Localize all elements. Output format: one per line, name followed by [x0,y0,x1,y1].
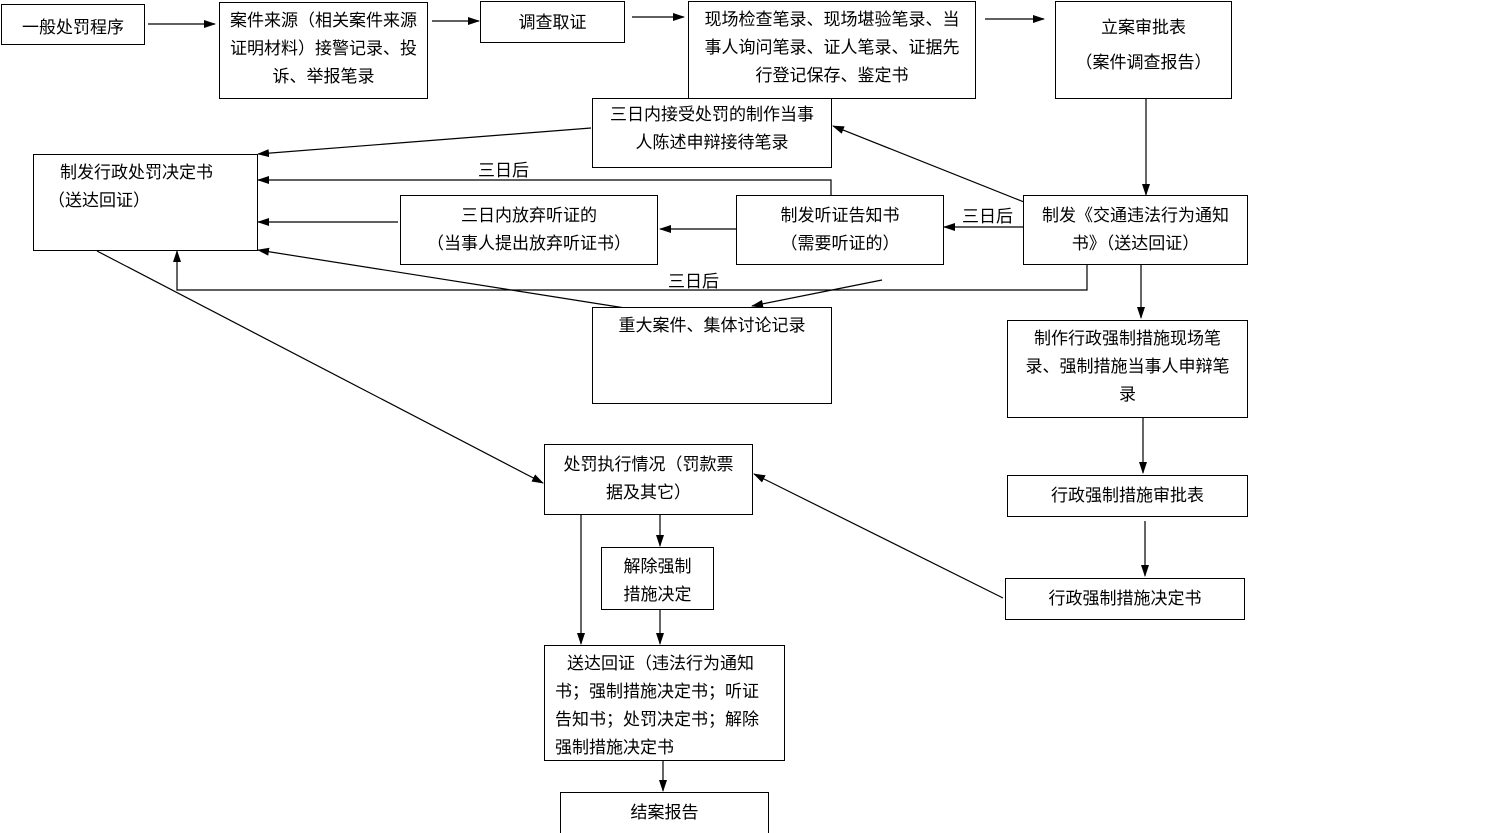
box-text: 行政强制措施审批表 [1051,486,1204,506]
box-text: 现场检查笔录、现场堪验笔录、当事人询问笔录、证人笔录、证据先行登记保存、鉴定书 [704,10,960,86]
box-text: 制发行政处罚决定书（送达回证） [48,163,213,211]
box-text: 处罚执行情况（罚款票据及其它） [563,455,734,503]
arrow-notice-to-major [751,279,883,308]
box-general-procedure: 一般处罚程序 [1,4,145,45]
box-delivery-receipt: 送达回证（违法行为通知书；强制措施决定书；听证告知书；处罚决定书；解除强制措施决… [544,645,785,761]
label-after-three-days-bottom: 三日后 [668,272,719,292]
box-text: 重大案件、集体讨论记录 [618,316,806,336]
box-hearing-notice: 制发听证告知书 （需要听证的） [736,195,944,265]
box-release-coercive: 解除强制措施决定 [601,547,714,610]
label-after-three-days-top: 三日后 [478,161,529,181]
box-text-line2: （当事人提出放弃听证书） [427,234,631,254]
box-text-line1: 三日内放弃听证的 [461,206,597,226]
label-after-three-days-right: 三日后 [962,207,1013,227]
arrow-statement-to-decision [257,127,592,158]
box-case-register: 立案审批表 （案件调查报告） [1055,1,1232,99]
box-investigation: 调查取证 [480,1,625,43]
box-closing-report: 结案报告 [560,792,769,833]
box-text: 案件来源（相关案件来源证明材料）接警记录、投诉、举报笔录 [230,11,417,87]
box-execution: 处罚执行情况（罚款票据及其它） [544,444,753,515]
box-scene-records: 现场检查笔录、现场堪验笔录、当事人询问笔录、证人笔录、证据先行登记保存、鉴定书 [688,1,976,99]
arrow-notice-to-statement [832,125,1025,203]
box-waive-hearing: 三日内放弃听证的 （当事人提出放弃听证书） [400,195,658,265]
box-statement-record: 三日内接受处罚的制作当事人陈述申辩接待笔录 [592,98,832,168]
box-text: 解除强制措施决定 [623,557,692,605]
arrow-notice-to-decision-loop [173,250,1088,291]
box-coercive-record: 制作行政强制措施现场笔录、强制措施当事人申辩笔录 [1007,320,1248,418]
box-penalty-decision: 制发行政处罚决定书（送达回证） [33,154,258,251]
box-text: 送达回证（违法行为通知书；强制措施决定书；听证告知书；处罚决定书；解除强制措施决… [555,654,759,758]
box-text: 三日内接受处罚的制作当事人陈述申辩接待笔录 [610,105,814,153]
box-text-line1: 制发听证告知书 [780,206,900,226]
box-text: 制作行政强制措施现场笔录、强制措施当事人申辩笔录 [1025,329,1230,405]
box-major-case: 重大案件、集体讨论记录 [592,307,832,404]
box-coercive-decision: 行政强制措施决定书 [1005,578,1245,620]
box-text-line1: 立案审批表 [1101,18,1186,38]
box-violation-notice: 制发《交通违法行为通知书》（送达回证） [1023,195,1248,265]
box-text-line2: （案件调查报告） [1075,53,1212,73]
box-case-source: 案件来源（相关案件来源证明材料）接警记录、投诉、举报笔录 [219,2,428,99]
box-text-line2: （需要听证的） [780,234,900,254]
box-coercive-approval: 行政强制措施审批表 [1007,475,1248,517]
box-text: 一般处罚程序 [22,18,124,38]
box-text: 调查取证 [518,13,587,33]
box-text: 结案报告 [630,803,699,823]
arrow-hearing-to-decision [257,176,832,195]
box-text: 行政强制措施决定书 [1048,589,1202,609]
arrow-major-to-decision [257,247,626,309]
box-text: 制发《交通违法行为通知书》（送达回证） [1042,206,1229,254]
arrow-coercive-decision-to-execution [753,473,1004,599]
arrow-decision-to-execution [96,250,544,484]
